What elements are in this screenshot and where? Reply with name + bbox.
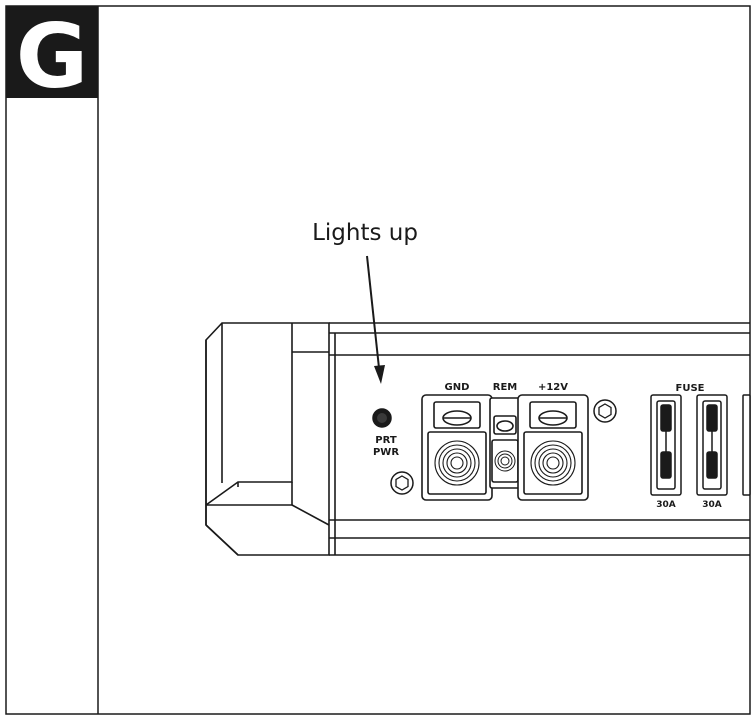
- amplifier-end-cap: [205, 322, 330, 556]
- screw-icon: [390, 471, 414, 495]
- amplifier-body: [329, 322, 750, 556]
- step-badge-background: [6, 6, 98, 98]
- callout-text: Lights up: [312, 220, 418, 246]
- screw-icon: [593, 399, 617, 423]
- indicator-label-line1: PRT: [375, 435, 397, 446]
- plus12v-terminal: [517, 394, 589, 501]
- fuse-icon: [696, 394, 728, 496]
- fuse-rating-1: 30A: [656, 500, 676, 510]
- gnd-terminal: [421, 394, 493, 501]
- terminal-label-rem: REM: [493, 382, 518, 393]
- step-badge: G: [6, 5, 98, 108]
- terminal-label-12v: +12V: [538, 382, 568, 393]
- callout-arrow: [366, 255, 385, 384]
- step-letter: G: [16, 5, 88, 108]
- indicator-label-line2: PWR: [373, 447, 399, 458]
- power-indicator: PRT PWR: [372, 408, 399, 458]
- fuse-rating-2: 30A: [702, 500, 722, 510]
- fuse-icon: [650, 394, 682, 496]
- terminal-label-gnd: GND: [445, 382, 470, 393]
- rem-terminal: [489, 397, 521, 489]
- fuse-title: FUSE: [676, 383, 705, 394]
- fuse-icon-partial: [742, 394, 751, 496]
